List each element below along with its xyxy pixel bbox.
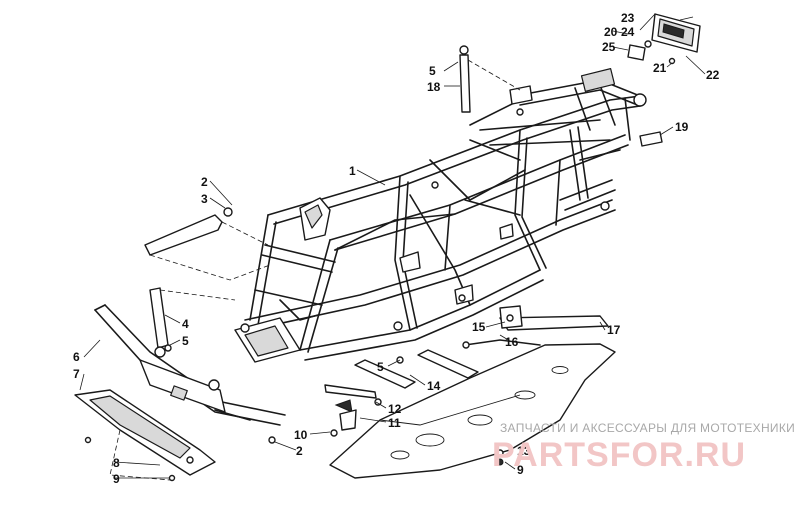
callout-24: 24 bbox=[621, 25, 635, 39]
callout-16: 16 bbox=[505, 335, 519, 349]
skid-plate bbox=[329, 343, 616, 479]
front-bumper bbox=[94, 304, 286, 426]
callout-4: 4 bbox=[182, 317, 189, 331]
skid-mount-brackets bbox=[324, 384, 382, 437]
callout-9-right: 9 bbox=[517, 463, 524, 477]
callout-labels: 1 2 3 4 5 6 7 8 9 2 10 11 12 5 14 15 16 … bbox=[73, 11, 720, 486]
callout-8: 8 bbox=[113, 456, 120, 470]
callout-12: 12 bbox=[388, 402, 402, 416]
leader-lines bbox=[79, 16, 706, 479]
callout-18: 18 bbox=[427, 80, 441, 94]
callout-23: 23 bbox=[621, 11, 635, 25]
bolt-marker bbox=[164, 344, 172, 352]
callout-17: 17 bbox=[607, 323, 621, 337]
main-frame bbox=[234, 68, 647, 363]
upper-front-bracket bbox=[144, 207, 233, 256]
callout-20: 20 bbox=[604, 25, 618, 39]
rear-tow-bracket bbox=[462, 305, 609, 349]
callout-2-upper: 2 bbox=[201, 175, 208, 189]
skid-slider-bars bbox=[354, 349, 479, 389]
watermark: ЗАПЧАСТИ И АКСЕССУАРЫ ДЛЯ МОТОТЕХНИКИ PA… bbox=[492, 421, 795, 474]
callout-14: 14 bbox=[427, 379, 441, 393]
callout-13: 13 bbox=[517, 444, 531, 458]
callout-15: 15 bbox=[472, 320, 486, 334]
callout-7: 7 bbox=[73, 367, 80, 381]
watermark-tagline: ЗАПЧАСТИ И АКСЕССУАРЫ ДЛЯ МОТОТЕХНИКИ bbox=[500, 421, 795, 435]
callout-21: 21 bbox=[653, 61, 667, 75]
callout-11: 11 bbox=[388, 416, 401, 430]
support-bracket bbox=[459, 45, 533, 113]
frame-plate bbox=[639, 131, 663, 147]
callout-5-center: 5 bbox=[377, 360, 384, 374]
callout-9-left: 9 bbox=[113, 472, 120, 486]
callout-1: 1 bbox=[349, 164, 356, 178]
callout-5-top: 5 bbox=[429, 64, 436, 78]
callout-10: 10 bbox=[294, 428, 308, 442]
bumper-brace bbox=[149, 287, 169, 349]
callout-2-lower: 2 bbox=[296, 444, 303, 458]
tail-light-assembly bbox=[627, 13, 701, 65]
callout-6: 6 bbox=[73, 350, 80, 364]
watermark-logo: PARTSFOR.RU bbox=[492, 436, 746, 474]
front-skid-cover bbox=[74, 389, 216, 482]
callout-22: 22 bbox=[706, 68, 720, 82]
nut-marker bbox=[496, 458, 504, 466]
callout-19: 19 bbox=[675, 120, 689, 134]
bolt-marker bbox=[268, 436, 276, 444]
callout-5-left: 5 bbox=[182, 334, 189, 348]
callout-25: 25 bbox=[602, 40, 616, 54]
callout-3: 3 bbox=[201, 192, 208, 206]
